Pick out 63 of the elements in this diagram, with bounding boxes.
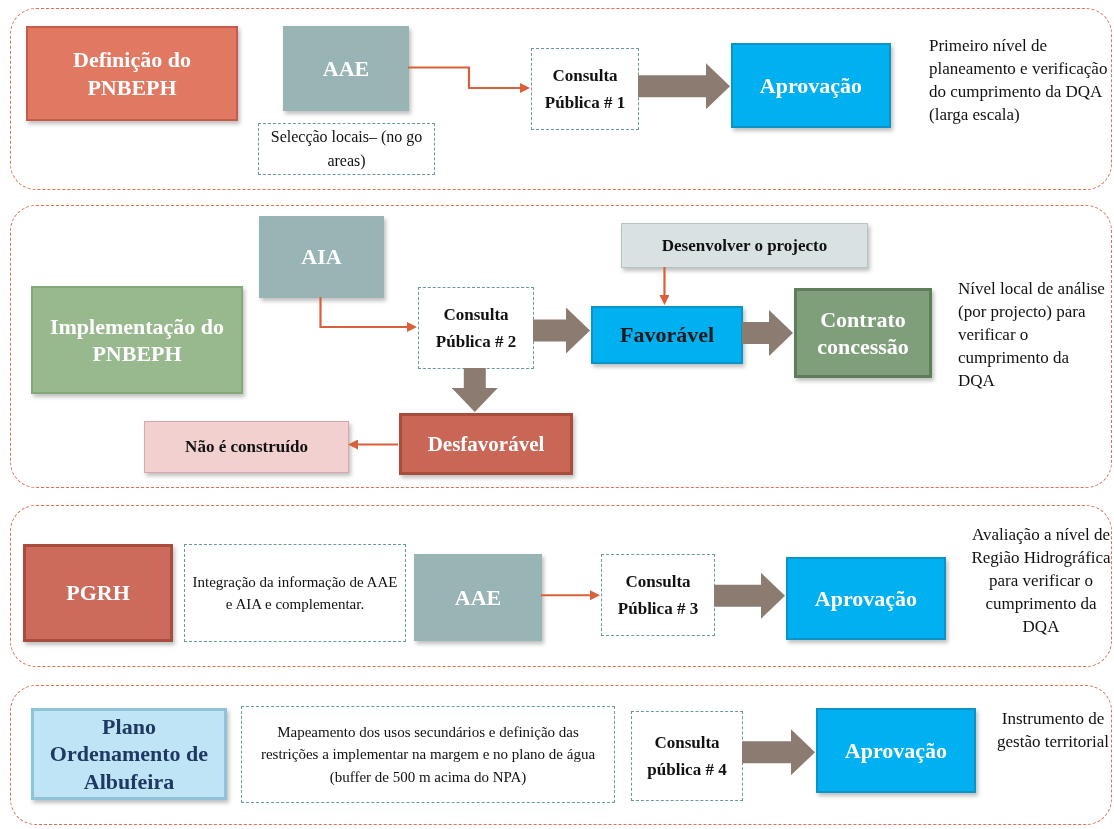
box-label: Implementação do PNBEPH <box>48 312 226 368</box>
process-box <box>23 544 173 642</box>
box-label: Consulta Pública # 2 <box>434 303 518 353</box>
process-box <box>26 26 238 121</box>
box-label: AIA <box>301 243 342 271</box>
box-label: Contrato concessão <box>816 305 910 361</box>
box-label: PGRH <box>66 579 130 607</box>
box-label: Aprovação <box>814 584 918 613</box>
box-label: Consulta Pública # 3 <box>616 570 700 620</box>
arrow <box>348 439 398 450</box>
box-label: Plano Ordenamento de Albufeira <box>48 712 210 796</box>
box-label: Consulta pública # 4 <box>646 731 728 781</box>
process-box <box>816 708 976 793</box>
box-label: Aprovação <box>759 71 863 100</box>
process-box <box>399 413 573 475</box>
block-arrow <box>742 729 815 776</box>
box-label: AAE <box>454 583 502 612</box>
arrow <box>659 267 670 305</box>
block-arrow <box>533 307 590 354</box>
dashed-text-box <box>601 554 715 636</box>
dashed-text-box <box>531 48 639 130</box>
box-label: Selecção locais– (no go areas) <box>269 127 424 171</box>
process-box <box>794 288 932 378</box>
dashed-text-box <box>418 287 534 369</box>
process-box <box>144 421 349 473</box>
process-box <box>591 306 743 364</box>
dashed-panel <box>10 205 1112 488</box>
process-box <box>621 223 868 268</box>
box-label: Aprovação <box>844 736 948 765</box>
box-label: Integração da informação de AAE e AIA e complementar. <box>191 572 399 614</box>
arrow <box>541 590 600 601</box>
block-arrow <box>451 368 498 412</box>
box-label: Desenvolver o projecto <box>661 234 828 257</box>
process-box <box>259 216 384 298</box>
process-box <box>283 26 409 111</box>
process-box <box>31 708 227 800</box>
dashed-text-box <box>184 544 406 642</box>
process-box <box>786 557 946 640</box>
block-arrow <box>638 63 730 110</box>
box-label: Definição do PNBEPH <box>72 46 192 101</box>
dashed-text-box <box>631 711 743 801</box>
dashed-text-box <box>258 123 435 175</box>
process-box <box>731 43 891 128</box>
dashed-text-box <box>241 706 615 803</box>
box-label: Não é construído <box>185 436 308 458</box>
process-box <box>414 554 542 641</box>
box-label: AAE <box>322 54 370 83</box>
description-text: Primeiro nível de planeamento e verificação do cumprimento da DQA (larga escala) <box>929 35 1109 126</box>
arrow <box>319 297 417 332</box>
description-text: Avaliação a nível de Região Hidrográfica para verificar o cumprimento da DQA <box>970 524 1112 638</box>
box-label: Favorável <box>619 321 715 349</box>
dashed-panel <box>10 8 1112 190</box>
dashed-panel <box>10 685 1112 825</box>
box-label: Desfavorável <box>427 430 545 458</box>
box-label: Mapeamento dos usos secundários e definição das restrições a implementar na margem e no plano de água (buffer de 500 m acima do NPA) <box>259 722 597 787</box>
description-text: Nível local de análise (por projecto) para verificar o cumprimento da DQA <box>958 278 1106 392</box>
process-box <box>31 286 243 394</box>
description-text: Instrumento de gestão territorial <box>996 708 1110 753</box>
dashed-panel <box>10 505 1112 667</box>
block-arrow <box>714 572 785 619</box>
box-label: Consulta Pública # 1 <box>543 64 627 114</box>
block-arrow <box>742 310 793 356</box>
arrow <box>408 66 530 93</box>
